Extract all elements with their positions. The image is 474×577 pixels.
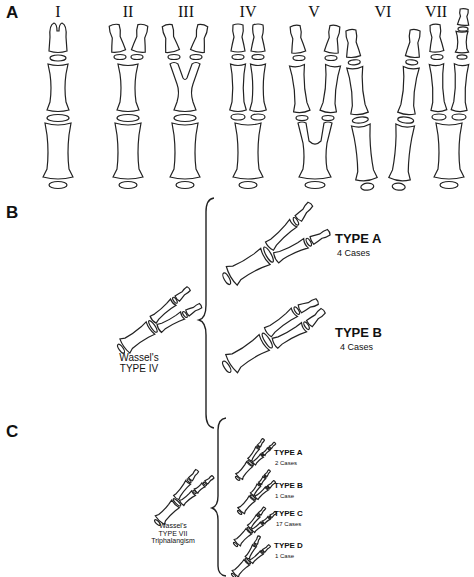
classification-label: Wassel's TYPE IV — [108, 352, 170, 374]
distal-phalanx — [457, 8, 469, 26]
epiphysis — [458, 27, 468, 31]
proximal-phalanx — [451, 64, 469, 112]
epiphysis — [114, 55, 126, 60]
type-label: TYPE D — [274, 542, 334, 551]
type-label: TYPE B — [274, 482, 334, 491]
thumb-skeleton — [233, 469, 279, 518]
type-label: TYPE A — [335, 232, 425, 246]
thumb-ray — [388, 28, 426, 191]
epiphysis — [131, 55, 143, 60]
proximal-phalanx — [230, 64, 247, 112]
epiphysis — [452, 114, 466, 120]
thumb-skeleton — [217, 293, 330, 380]
metacarpal — [43, 123, 73, 189]
epiphysis — [47, 115, 69, 122]
epiphysis — [325, 56, 337, 61]
distal-phalanx — [231, 24, 245, 52]
distal-phalanx — [49, 23, 67, 53]
type-label: TYPE B — [335, 326, 425, 340]
case-count: 1 Case — [275, 553, 335, 560]
proximal-phalanx — [320, 64, 341, 113]
epiphysis — [174, 115, 196, 122]
type-label: TYPE A — [274, 449, 334, 458]
thumb-skeleton — [231, 434, 276, 484]
epiphysis — [50, 55, 66, 61]
proximal-phalanx — [250, 64, 267, 112]
proximal-phalanx — [289, 64, 310, 113]
epiphysis — [231, 114, 245, 120]
epiphysis — [296, 116, 308, 121]
roman-numeral: II — [110, 3, 146, 21]
roman-numeral: I — [40, 3, 76, 21]
thumb-skeleton — [111, 285, 203, 361]
distal-phalanx — [190, 23, 210, 53]
proximal-phalanx — [429, 64, 447, 112]
case-count: 1 Case — [275, 493, 335, 500]
thumb-ray — [340, 28, 378, 191]
epiphysis — [168, 55, 180, 60]
panel-letter: C — [6, 423, 30, 442]
proximal-phalanx — [117, 64, 139, 112]
distal-phalanx — [428, 24, 444, 53]
thumb-skeleton — [107, 23, 150, 188]
curly-bracket — [199, 198, 214, 428]
proximal-phalanx — [47, 64, 69, 112]
thumb-skeleton — [43, 23, 73, 189]
thumb-skeleton — [340, 28, 426, 191]
thumb-skeleton — [160, 23, 210, 188]
distal-phalanx — [107, 23, 126, 53]
distal-phalanx — [160, 23, 180, 53]
epiphysis — [293, 56, 305, 61]
thumb-skeleton — [428, 8, 470, 188]
thumb-skeleton — [288, 24, 342, 188]
epiphysis — [190, 55, 202, 60]
thumb-skeleton — [149, 464, 215, 531]
classification-label: Wassel's TYPE VII Triphalangism — [150, 522, 196, 545]
epiphysis — [251, 114, 265, 120]
distal-phalanx — [288, 24, 306, 54]
metacarpal — [434, 123, 464, 189]
metacarpal — [233, 123, 263, 189]
roman-numeral: V — [296, 3, 332, 21]
epiphysis — [322, 116, 334, 121]
thumb-skeleton — [225, 534, 271, 577]
epiphysis — [232, 55, 244, 60]
type-label: TYPE C — [274, 510, 334, 519]
panel-letter: B — [6, 204, 30, 223]
case-count: 17 Cases — [276, 521, 336, 528]
epiphysis — [457, 55, 467, 59]
thumb-skeleton — [230, 24, 267, 189]
epiphysis — [431, 55, 443, 60]
metacarpal — [170, 123, 200, 189]
epiphysis — [432, 114, 446, 120]
thumb-skeleton — [211, 199, 332, 293]
metacarpal — [298, 122, 332, 189]
proximal-phalanx — [170, 63, 200, 112]
epiphysis — [252, 55, 264, 60]
metacarpal — [113, 123, 143, 189]
case-count: 4 Cases — [337, 249, 407, 259]
distal-phalanx — [131, 23, 150, 53]
case-count: 2 Cases — [275, 460, 335, 467]
roman-numeral: VII — [418, 3, 454, 21]
curly-bracket — [212, 418, 226, 576]
epiphysis — [117, 115, 139, 122]
roman-numeral: VI — [365, 3, 401, 21]
roman-numeral: III — [168, 3, 204, 21]
distal-phalanx — [251, 24, 265, 52]
case-count: 4 Cases — [340, 343, 410, 353]
roman-numeral: IV — [230, 3, 266, 21]
middle-phalanx — [455, 31, 468, 52]
panel-letter: A — [6, 4, 30, 23]
distal-phalanx — [324, 24, 342, 54]
